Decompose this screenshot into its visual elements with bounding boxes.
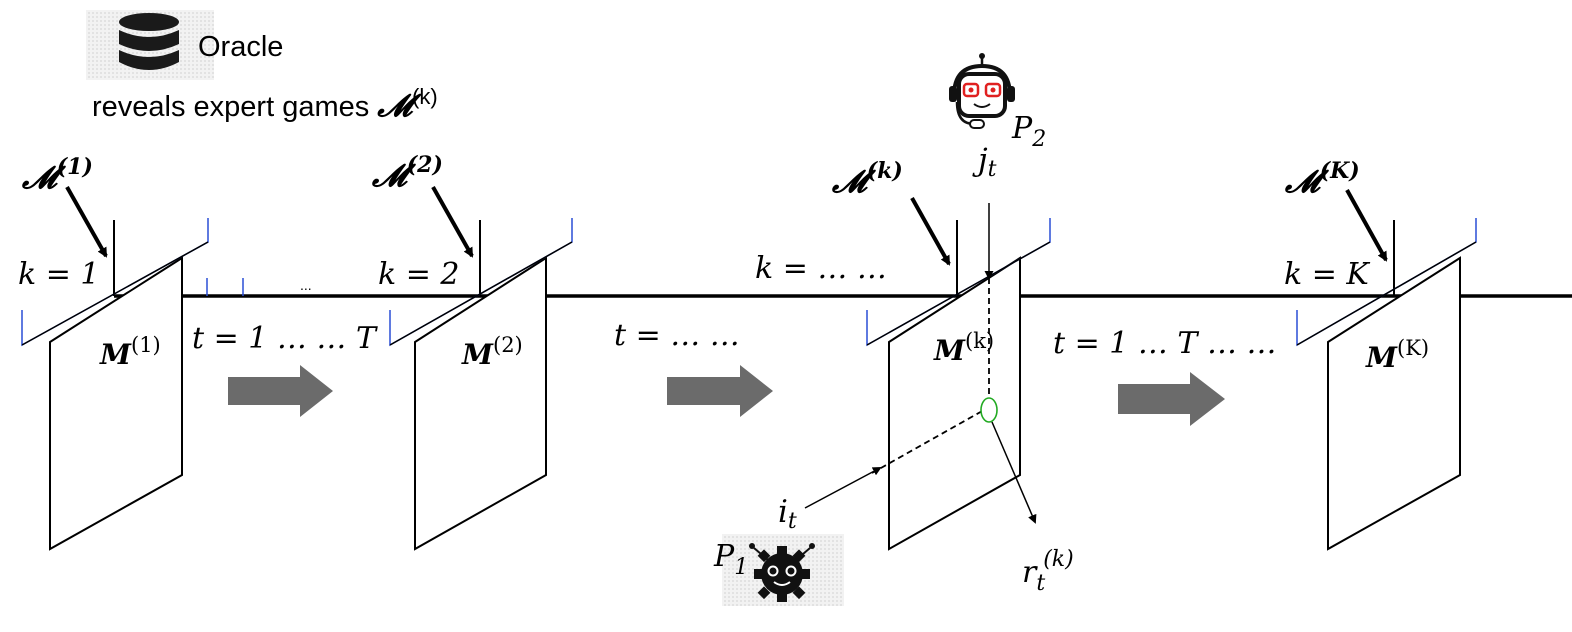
oracle-block: Oracle reveals expert games 𝓜(k) [86,10,438,124]
time-range-label: t = 1 … … T [192,321,378,356]
robot-headset-icon [949,53,1015,129]
k-label: k = 2 [378,257,459,292]
k-label: k = … … [755,251,887,286]
matrix-label: M(1) [99,333,161,371]
next-stage-arrow [1118,372,1225,426]
plane-diagonal [389,241,573,346]
expert-game-label: 𝓜(k) [831,158,903,200]
reward-label: rt(k) [1022,547,1074,596]
selected-cell-marker [980,397,998,423]
matrix-label: M(2) [461,333,523,371]
expert-arrow [910,197,951,266]
plane-diagonal [866,241,1051,346]
transition-3: t = 1 … T … … [1053,326,1277,426]
matrix-label: M(K) [1365,336,1429,374]
robot-gear-icon [749,543,815,602]
k-label: k = K [1284,257,1370,292]
row-action-label: it [778,494,797,534]
payoff-matrix-plane [1327,256,1461,551]
expert-game-label: 𝓜(1) [21,154,93,196]
stage-2: 𝓜(2) k = 2 M(2) [371,152,573,551]
plane-diagonal [1296,241,1477,346]
row-action-arrow [804,467,882,509]
k-label: k = 1 [18,257,99,292]
transition-2: t = … … [614,318,773,417]
row-dashed-line [871,409,985,474]
expert-arrow [431,186,474,258]
plane-diagonal [21,241,209,346]
payoff-matrix-plane [888,256,1021,551]
transition-1: t = 1 … … T [192,321,378,417]
time-range-label: t = 1 … T … … [1053,326,1277,361]
player-2: P2 jt [949,53,1046,182]
stage-K: 𝓜(K) k = K M(K) [1284,158,1477,551]
oracle-caption: reveals expert games 𝓜(k) [92,84,438,124]
payoff-matrix-plane [414,256,547,551]
stage-k: 𝓜(k) k = … … M(k) [755,158,1051,551]
player-1-label: P1 [713,539,748,580]
reward-arrow [991,421,1037,524]
expert-arrow [65,186,108,258]
database-icon [119,13,179,70]
player-1: P1 it [713,494,844,606]
timeline-ellipsis: ... [300,277,312,293]
column-action-label: jt [972,142,997,182]
stage-1: 𝓜(1) k = 1 M(1) [18,154,209,551]
player-2-label: P2 [1011,111,1046,152]
time-range-label: t = … … [614,318,740,353]
next-stage-arrow [667,365,773,417]
next-stage-arrow [228,365,333,417]
oracle-title: Oracle [198,31,283,63]
payoff-matrix-plane [49,256,183,551]
expert-arrow [1345,189,1388,262]
